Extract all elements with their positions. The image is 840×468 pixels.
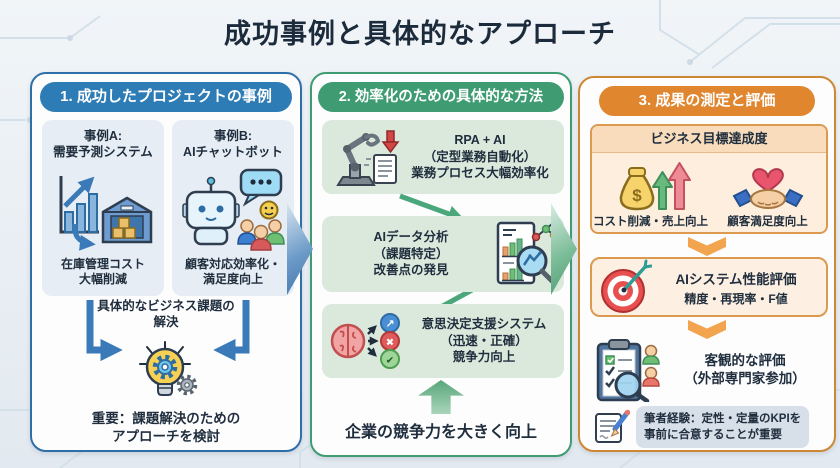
case-a-caption: 在庫管理コスト 大幅削減 bbox=[60, 256, 145, 287]
note-pencil-icon bbox=[595, 409, 630, 444]
author-note-row: 筆者経験：定性・定量のKPIを 事前に合意することが重要 bbox=[594, 406, 826, 449]
chatbot-icon bbox=[182, 168, 285, 251]
step2-card-analysis: AIデータ分析 （課題特定） 改善点の発見 bbox=[322, 216, 564, 292]
lightbulb-gear-icon bbox=[139, 341, 198, 396]
business-goal-body: $ コスト削減・売上向上 顧客満足度向上 bbox=[592, 153, 826, 232]
cost-sales-caption: コスト削減・売上向上 bbox=[593, 216, 708, 228]
check-glyph: ✔ bbox=[386, 356, 394, 367]
step3-text: 意思決定支援システム （迅速・正確） 競争力向上 bbox=[421, 316, 547, 365]
ai-performance-card: AIシステム性能評価 精度・再現率・F値 bbox=[590, 257, 828, 317]
satisfaction-item: 顧客満足度向上 bbox=[709, 153, 826, 232]
step1-text: RPA + AI （定型業務自動化） 業務プロセス大幅効率化 bbox=[411, 132, 549, 181]
author-note-bubble: 筆者経験：定性・定量のKPIを 事前に合意することが重要 bbox=[636, 406, 810, 449]
case-a-card: 事例A: 需要予測システム 在庫管理コスト 大幅削減 bbox=[42, 120, 164, 296]
step3-card-decision: ↗ ✖ ✔ 意思決定支援システム （迅速・正確） 競争力向上 bbox=[322, 304, 564, 378]
handshake-heart-icon bbox=[732, 168, 803, 209]
dollar-glyph: $ bbox=[632, 186, 642, 205]
panel-methods: 2. 効率化のための具体的な方法 RPA + AI （定型業務自動化） 業務プロ… bbox=[310, 72, 572, 457]
up-arrow bbox=[418, 380, 464, 414]
down-arrow-1 bbox=[688, 237, 726, 256]
down-arrow-2 bbox=[688, 320, 726, 339]
robot-arm-icon bbox=[336, 130, 400, 186]
satisfaction-caption: 顧客満足度向上 bbox=[727, 216, 808, 228]
case-a-title: 事例A: 需要予測システム bbox=[53, 129, 153, 160]
panel-evaluation: 3. 成果の測定と評価 ビジネス目標達成度 $ コスト削減・売上向上 bbox=[578, 76, 836, 452]
objective-evaluation-row: 客観的な評価 （外部専門家参加） bbox=[592, 339, 826, 402]
brain-decision-icon: ↗ ✖ ✔ bbox=[330, 313, 400, 369]
up-right-glyph: ↗ bbox=[385, 319, 394, 331]
step2-text: AIデータ分析 （課題特定） 改善点の発見 bbox=[373, 229, 449, 278]
target-dart-icon bbox=[601, 259, 652, 313]
step1-card-rpa: RPA + AI （定型業務自動化） 業務プロセス大幅効率化 bbox=[322, 120, 564, 194]
panel2-bottom-note: 企業の競争力を大きく向上 bbox=[344, 424, 537, 441]
clipboard-review-icon bbox=[596, 339, 660, 402]
panel3-header: 3. 成果の測定と評価 bbox=[599, 86, 815, 116]
ai-performance-text: AIシステム性能評価 精度・再現率・F値 bbox=[652, 268, 820, 307]
solve-label: 具体的なビジネス課題の 解決 bbox=[97, 299, 235, 330]
business-goal-title: ビジネス目標達成度 bbox=[592, 126, 826, 153]
ai-performance-line1: AIシステム性能評価 bbox=[675, 271, 797, 287]
cost-sales-item: $ コスト削減・売上向上 bbox=[592, 153, 709, 232]
panel1-header: 1. 成功したプロジェクトの事例 bbox=[40, 82, 292, 112]
page-title: 成功事例と具体的なアプローチ bbox=[224, 19, 616, 49]
case-b-title: 事例B: AIチャットボット bbox=[183, 129, 283, 160]
demand-forecast-icon bbox=[59, 175, 153, 251]
panel-success-cases: 1. 成功したプロジェクトの事例 事例A: 需要予測システム 在庫管理コスト 大… bbox=[30, 72, 302, 452]
objective-evaluation-text: 客観的な評価 （外部専門家参加） bbox=[684, 352, 806, 386]
cross-glyph: ✖ bbox=[386, 338, 394, 349]
business-goal-card: ビジネス目標達成度 $ コスト削減・売上向上 bbox=[590, 124, 828, 234]
panel2-header: 2. 効率化のための具体的な方法 bbox=[318, 82, 564, 112]
chart-magnifier-icon bbox=[496, 221, 558, 285]
case-b-card: 事例B: AIチャットボット bbox=[172, 120, 294, 296]
case-b-caption: 顧客対応効率化・ 満足度向上 bbox=[184, 256, 281, 287]
ai-performance-line2: 精度・再現率・F値 bbox=[684, 291, 788, 306]
panel1-bottom-note: 重要：課題解決のための アプローチを検討 bbox=[91, 411, 241, 445]
money-bag-arrows-icon: $ bbox=[619, 162, 691, 211]
